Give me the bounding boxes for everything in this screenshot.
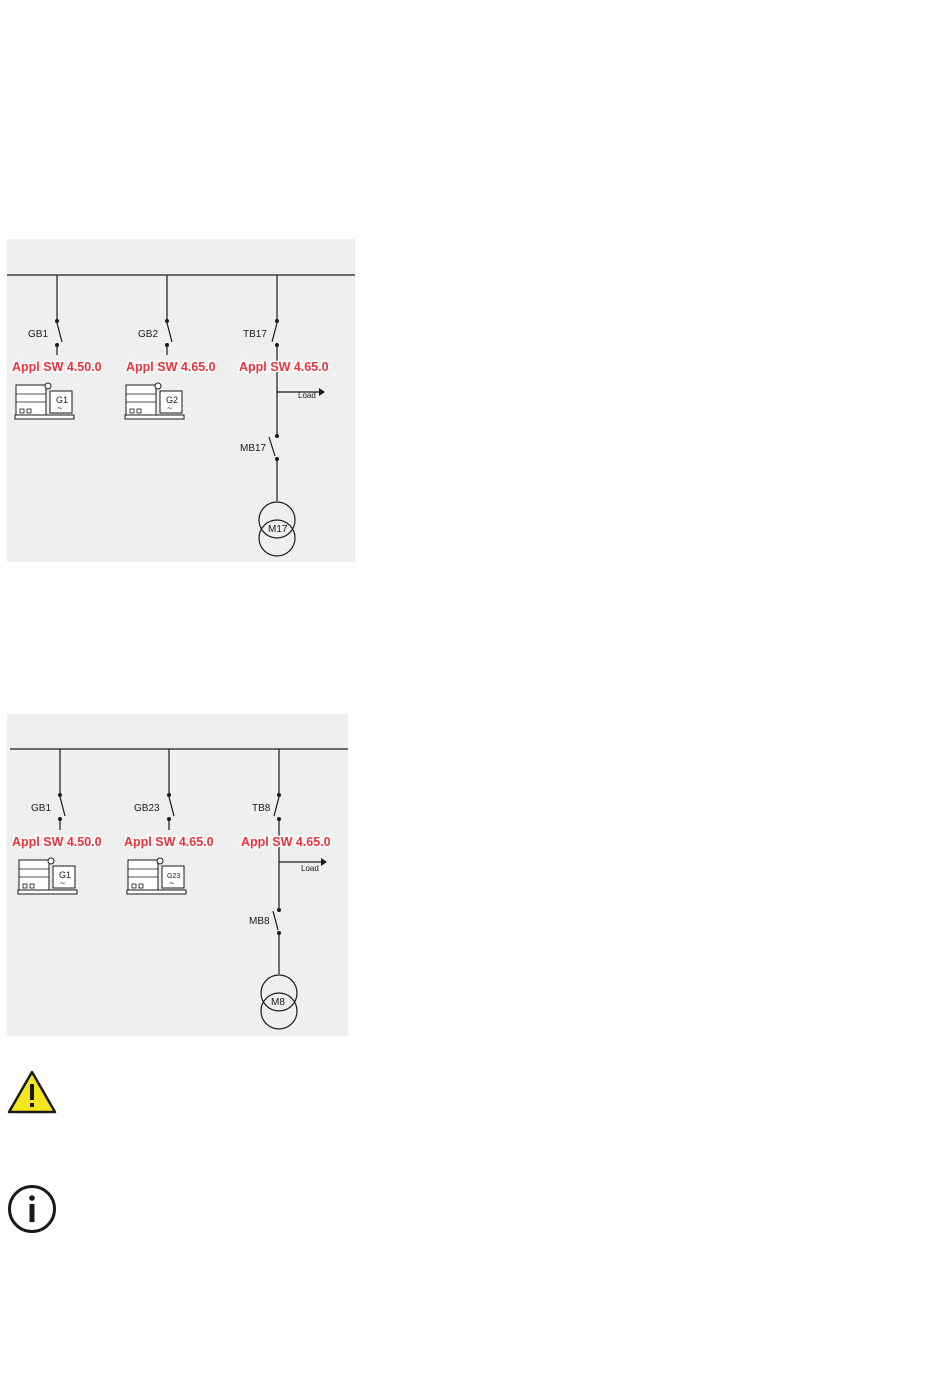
breaker-label-tb17: TB17 [243,329,267,340]
breaker-contact [165,343,169,347]
svg-text:~: ~ [167,403,172,413]
breaker-label-tb8: TB8 [252,803,271,814]
svg-text:~: ~ [57,403,62,413]
info-icon [7,1184,57,1234]
mains-label-m8: M8 [271,997,285,1008]
breaker-contact [277,931,281,935]
sw-version-label-1: Appl SW 4.50.0 [12,835,102,849]
warning-icon [7,1070,57,1114]
sw-version-label-1: Appl SW 4.50.0 [12,360,102,374]
breaker-contact [167,793,171,797]
breaker-contact [277,908,281,912]
breaker-contact [277,817,281,821]
sw-version-label-3: Appl SW 4.65.0 [241,835,331,849]
breaker-contact [58,793,62,797]
breaker-contact [55,343,59,347]
load-label: Load [298,391,316,400]
breaker-label-gb2: GB2 [138,329,158,340]
breaker-contact [167,817,171,821]
mains-label-m17: M17 [268,524,288,535]
single-line-diagram-2: GB1 G1 ~ Appl SW 4.50.0 GB23 G23 ~ Appl … [7,714,348,1036]
breaker-contact [58,817,62,821]
breaker-contact [275,434,279,438]
breaker-label-gb1: GB1 [28,329,48,340]
breaker-label-gb23: GB23 [134,803,160,814]
breaker-contact [277,793,281,797]
sw-version-label-2: Appl SW 4.65.0 [124,835,214,849]
breaker-contact [55,319,59,323]
load-label: Load [301,864,319,873]
breaker-label-mb17: MB17 [240,443,267,454]
breaker-contact [275,319,279,323]
breaker-label-gb1: GB1 [31,803,51,814]
breaker-contact [275,457,279,461]
sw-version-label-3: Appl SW 4.65.0 [239,360,329,374]
svg-text:~: ~ [60,878,65,888]
breaker-label-mb8: MB8 [249,916,270,927]
svg-text:~: ~ [169,878,174,888]
sw-version-label-2: Appl SW 4.65.0 [126,360,216,374]
breaker-contact [275,343,279,347]
single-line-diagram-1: GB1 G1 ~ Appl SW 4.50.0 GB2 G2 ~ Appl SW… [7,239,355,562]
breaker-contact [165,319,169,323]
